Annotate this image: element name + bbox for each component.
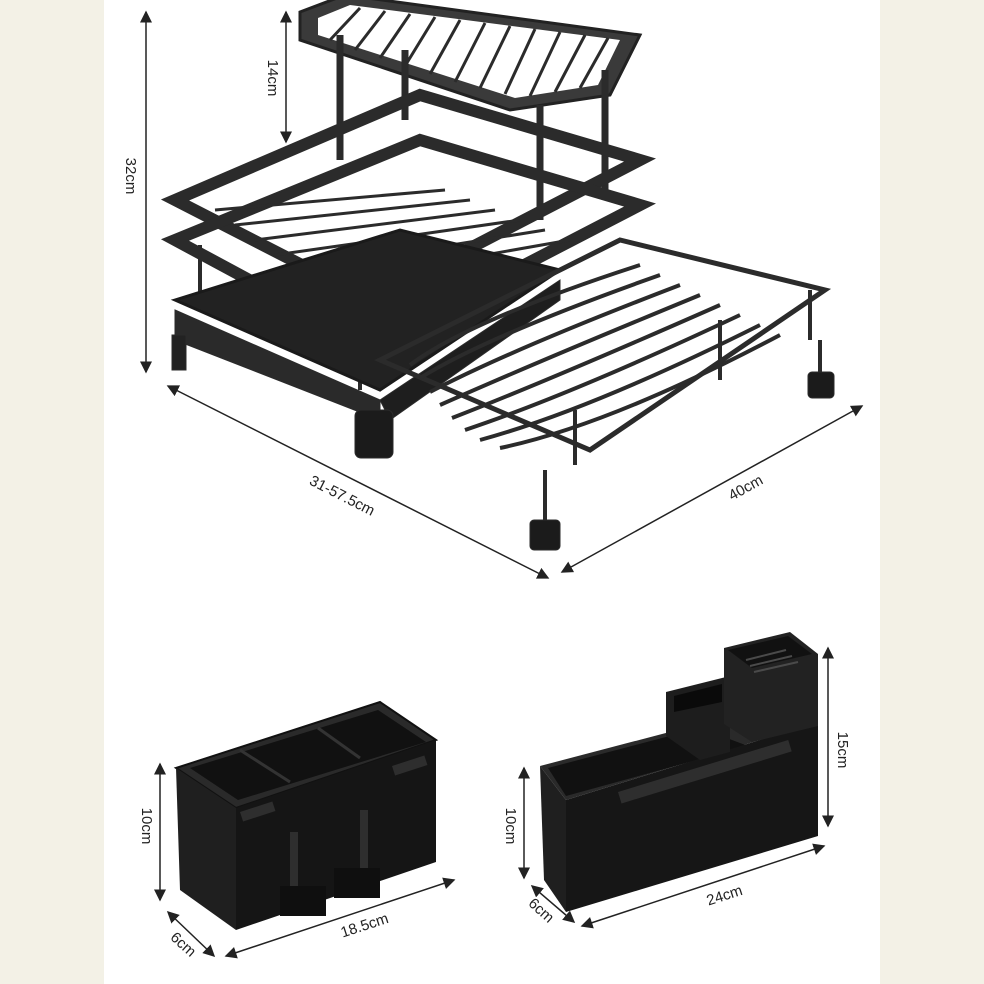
knife-box-height-label: 10cm bbox=[502, 808, 519, 845]
top-shelf bbox=[298, 0, 643, 112]
utensil-holder bbox=[173, 700, 439, 930]
utensil-height-label: 10cm bbox=[138, 808, 155, 845]
width-label: 31-57.5cm bbox=[307, 472, 378, 519]
knife-holder bbox=[540, 632, 818, 912]
shelf-gap-label: 14cm bbox=[264, 60, 281, 97]
knife-width-label: 24cm bbox=[705, 882, 745, 910]
dimension-lines-utensil-holder bbox=[154, 762, 456, 959]
knife-depth-label: 6cm bbox=[525, 895, 557, 927]
dimension-lines-knife-holder bbox=[518, 646, 834, 929]
utensil-depth-label: 6cm bbox=[167, 929, 199, 961]
utensil-width-label: 18.5cm bbox=[339, 910, 391, 941]
total-height-label: 32cm bbox=[122, 158, 139, 195]
knife-block-height-label: 15cm bbox=[834, 732, 851, 769]
dimension-lines-main bbox=[140, 10, 864, 579]
depth-label: 40cm bbox=[726, 472, 766, 505]
